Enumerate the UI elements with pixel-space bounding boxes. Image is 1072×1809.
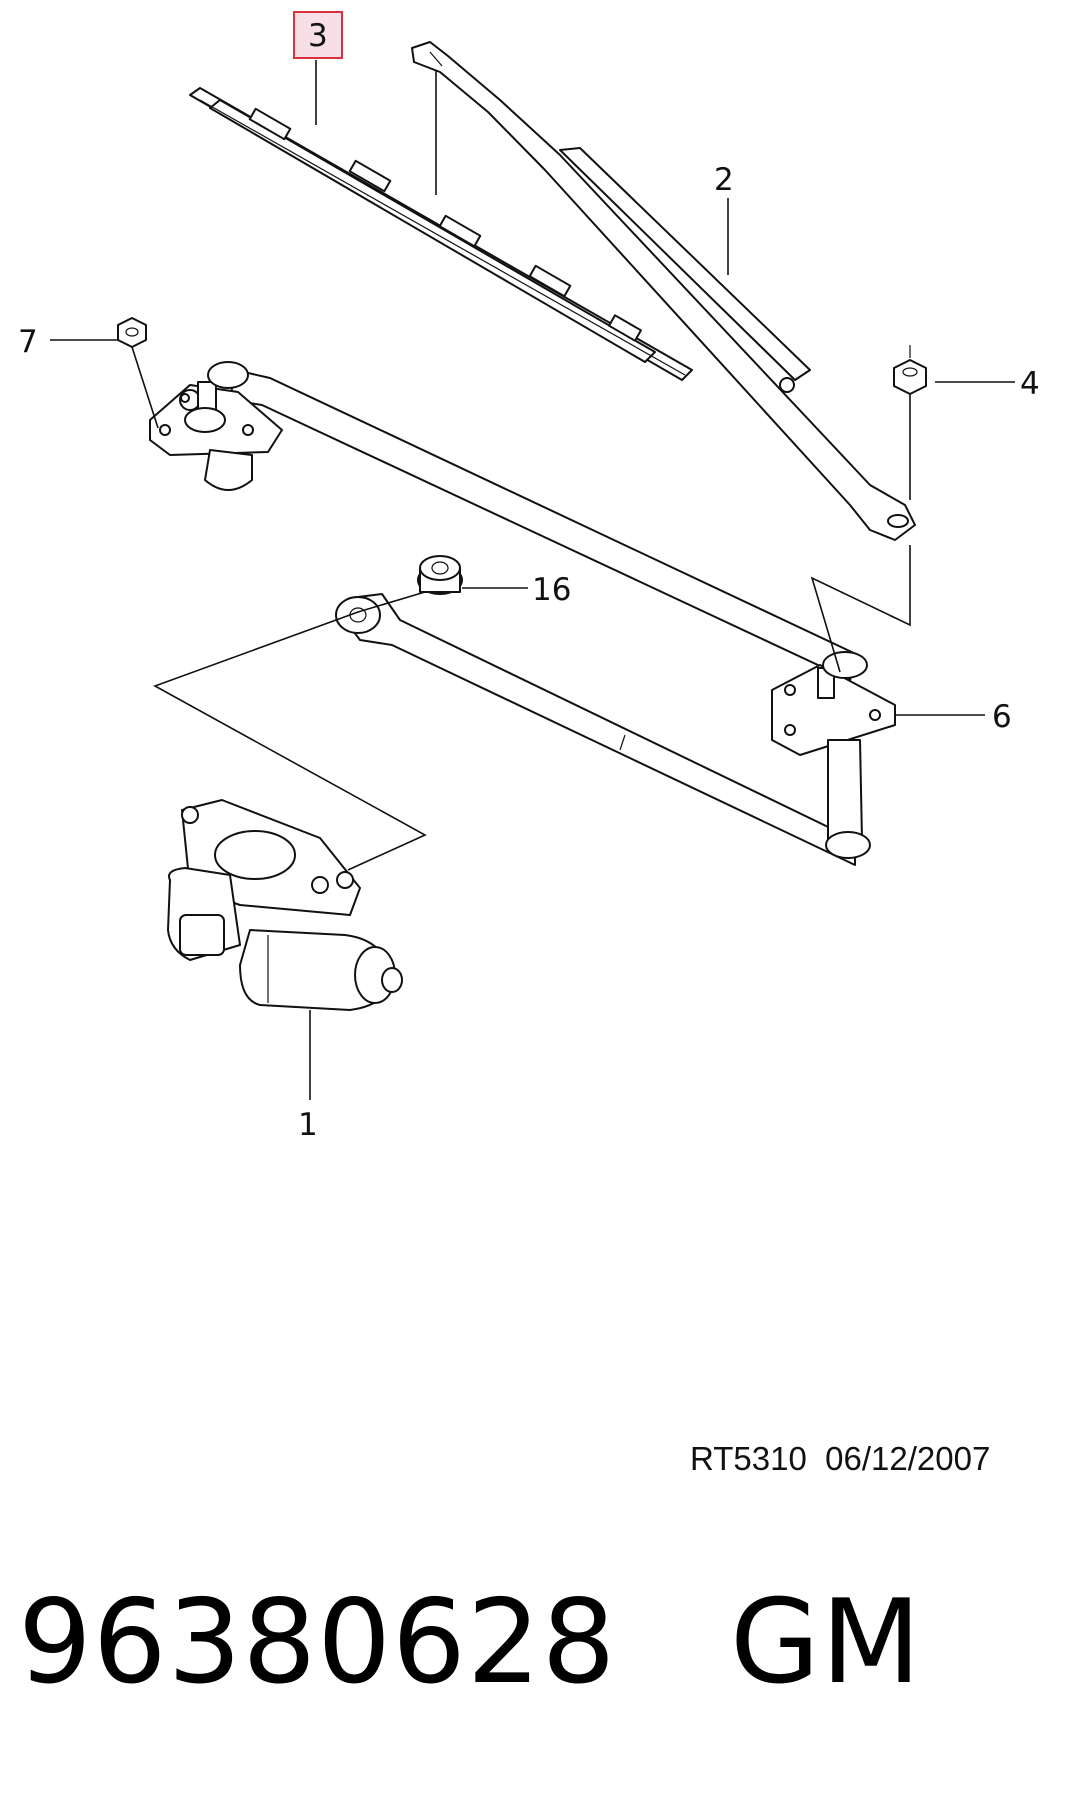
callout-3: 3 [308, 18, 328, 54]
callout-numbers: 3 2 7 4 16 6 1 [18, 11, 1040, 1143]
wiper-blade [189, 87, 693, 381]
callout-2: 2 [714, 162, 734, 198]
lower-linkage [335, 593, 896, 866]
diagram-reference: RT5310 06/12/2007 [690, 1440, 991, 1477]
leader-lines [50, 60, 1015, 1100]
callout-3-highlight [293, 11, 343, 59]
upper-linkage [149, 361, 859, 681]
callout-1: 1 [298, 1107, 318, 1143]
callout-7: 7 [18, 324, 38, 360]
wiper-motor [167, 799, 403, 1011]
callout-4: 4 [1020, 366, 1040, 402]
wiper-assembly-diagram: 3 2 7 4 16 6 1 [18, 11, 1040, 1143]
callout-16: 16 [532, 572, 571, 608]
nut-7 [117, 317, 147, 348]
callout-6: 6 [992, 699, 1012, 735]
nut-4 [893, 345, 927, 395]
bushing-16 [417, 555, 463, 595]
part-number-and-brand: 96380628 GM [18, 1575, 923, 1710]
wiper-arm [411, 41, 916, 541]
